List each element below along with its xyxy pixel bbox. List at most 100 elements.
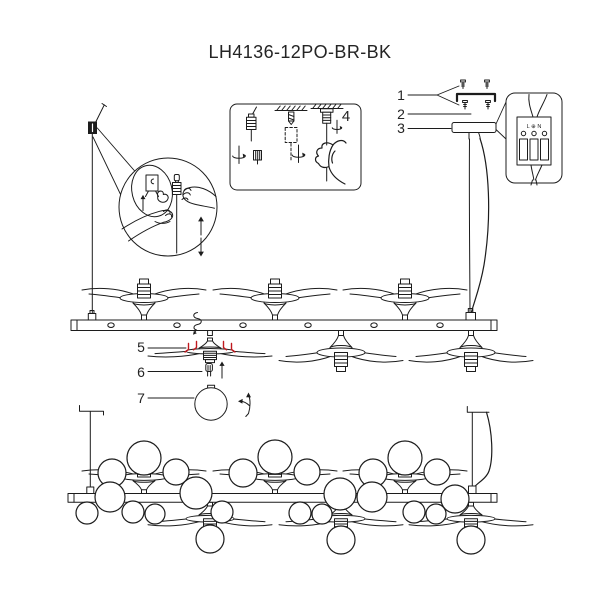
callout-lines	[496, 102, 506, 139]
glass-sphere	[229, 459, 257, 487]
mounting-stub	[208, 331, 213, 336]
glass-sphere	[76, 502, 98, 524]
ceiling-mount-detail: 1 2 3 L ⊕ N	[397, 79, 562, 313]
glass-sphere	[163, 459, 189, 485]
part-3-label: 3	[397, 120, 405, 136]
rotation-arrow-icon	[291, 144, 306, 163]
glass-sphere	[289, 502, 311, 524]
incoming-wires	[529, 95, 547, 118]
glass-sphere	[424, 459, 450, 485]
rotation-arrow-icon	[232, 145, 247, 164]
part-7-label: 7	[137, 390, 145, 406]
screw-motion-arrowhead	[193, 330, 197, 335]
insert-turn-arrow-icon	[238, 392, 251, 417]
page-title: LH4136-12PO-BR-BK	[209, 42, 392, 62]
terminal-slot	[520, 139, 528, 160]
screw-icon	[460, 79, 466, 89]
cable-fitting	[466, 313, 476, 321]
red-alignment-marks	[185, 342, 235, 353]
fixture-bar	[71, 320, 497, 331]
callout-lines	[93, 128, 136, 199]
hand-icon	[316, 141, 347, 184]
glass-sphere	[457, 526, 485, 554]
screw-icon	[485, 100, 491, 110]
socket-detail	[146, 175, 169, 202]
up-arrow-icon	[218, 361, 226, 379]
inset-frame	[230, 104, 361, 190]
lamp-holder-spider	[212, 278, 338, 321]
lamp-holder-spider	[81, 278, 207, 321]
step-ceiling-anchor	[274, 105, 308, 163]
assembled-fixture-view	[68, 406, 534, 555]
bar-mounting-holes	[108, 323, 443, 328]
glass-sphere	[258, 440, 292, 474]
canopy-wires	[469, 133, 480, 140]
rotation-arrow-icon	[331, 119, 343, 134]
glass-spheres	[76, 440, 485, 554]
leader-line	[408, 86, 459, 105]
inset-frame	[506, 93, 562, 183]
part-2-label: 2	[397, 106, 405, 122]
terminal-block	[517, 117, 551, 165]
glass-sphere	[211, 501, 233, 523]
terminal-screw-icon	[532, 131, 536, 135]
assembly-steps-inset: 4	[230, 103, 361, 190]
ceiling-hatch	[274, 105, 308, 111]
glass-sphere	[122, 501, 144, 523]
screw-icon	[462, 100, 468, 110]
halogen-bulb-icon	[206, 364, 213, 377]
part-1-label: 1	[397, 87, 405, 103]
glass-sphere	[196, 525, 224, 553]
terminal-screw-icon	[521, 131, 525, 135]
step-cable-gripper	[232, 107, 262, 164]
glass-sphere	[95, 482, 125, 512]
mounting-bracket	[457, 94, 495, 101]
screw-motion-arrow-icon	[194, 313, 202, 334]
glass-sphere	[145, 504, 165, 524]
bar-end-caps	[77, 320, 491, 331]
cable-fitting	[88, 314, 96, 321]
cable-fitting	[469, 486, 477, 494]
step-tighten-gripper	[310, 103, 347, 184]
right-hanger	[467, 407, 491, 494]
terminal-slot	[541, 139, 549, 160]
lamp-holder-spider	[408, 330, 534, 372]
part6-bulb: 6	[137, 361, 226, 380]
hand-icon	[182, 187, 216, 208]
left-hanger	[80, 406, 104, 495]
step-box-label: 4	[342, 108, 350, 125]
fixture-bar-diagram	[71, 278, 534, 372]
part-6-label: 6	[137, 364, 145, 380]
glass-sphere	[388, 441, 422, 475]
part7-globe: 7	[137, 385, 251, 420]
glass-sphere	[403, 501, 425, 523]
screw-icon	[484, 79, 490, 89]
power-cord	[472, 139, 489, 313]
glass-sphere	[294, 459, 320, 485]
glass-sphere	[327, 526, 355, 554]
terminal-slot	[530, 139, 538, 160]
hand-icon	[122, 210, 173, 241]
part5-lamp-holder: 5	[137, 313, 273, 364]
lamp-holder-spider	[342, 278, 468, 321]
left-suspension	[88, 104, 136, 314]
lamp-holder-spider	[147, 337, 273, 364]
glass-sphere	[357, 482, 387, 512]
ceiling-canopy	[452, 123, 496, 133]
outgoing-wires	[531, 165, 542, 185]
cable-end	[96, 104, 107, 122]
bar-end-caps	[74, 494, 491, 503]
cable-fitting	[87, 487, 94, 494]
glass-sphere	[426, 504, 446, 524]
suspension-cable	[469, 139, 470, 312]
glass-sphere	[441, 485, 469, 513]
terminal-screw-icon	[542, 131, 546, 135]
glass-sphere	[312, 504, 332, 524]
glass-sphere	[127, 441, 161, 475]
glass-globe	[195, 388, 227, 420]
part-5-label: 5	[137, 339, 145, 355]
glass-sphere	[180, 477, 212, 509]
lamp-holder-spider	[278, 330, 404, 372]
fixture-bar	[68, 494, 497, 503]
